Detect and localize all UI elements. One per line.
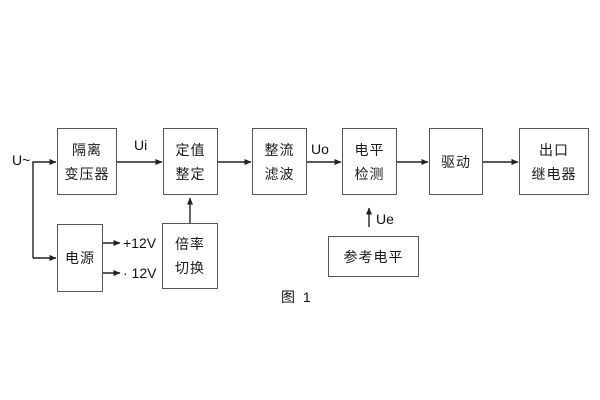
block-label: 出口 <box>539 141 569 158</box>
block-label: 隔离 <box>72 141 102 158</box>
block-value-setting: 定值 整定 <box>163 128 218 195</box>
uo-signal-label: Uo <box>311 141 329 157</box>
block-output-relay: 出口 继电器 <box>519 128 589 195</box>
plus12v-label: +12V <box>123 235 157 251</box>
block-isolation-transformer: 隔离 变压器 <box>57 128 117 195</box>
block-label: 参考电平 <box>343 248 404 265</box>
block-rectifier-filter: 整流 滤波 <box>252 128 307 195</box>
arrow-input-to-transformer <box>32 159 57 258</box>
figure-caption: 图 1 <box>281 289 313 305</box>
block-label: 整流 <box>264 141 295 158</box>
minus12v-label: · 12V <box>123 265 157 281</box>
block-label: 整定 <box>175 165 206 182</box>
block-reference-level: 参考电平 <box>328 236 419 277</box>
block-label: 定值 <box>175 141 206 158</box>
block-power-supply: 电源 <box>57 224 103 292</box>
block-ratio-switch: 倍率 切换 <box>162 223 218 289</box>
block-label: 变压器 <box>64 165 110 182</box>
ui-signal-label: Ui <box>134 137 148 153</box>
block-label: 检测 <box>354 165 385 182</box>
block-level-detection: 电平 检测 <box>342 128 397 195</box>
ue-signal-label: Ue <box>376 211 394 227</box>
input-signal-label: U~ <box>12 152 31 168</box>
block-label: 切换 <box>175 260 205 276</box>
block-label: 继电器 <box>531 165 577 182</box>
block-label: 驱动 <box>441 153 471 170</box>
block-drive: 驱动 <box>429 128 483 195</box>
block-label: 电平 <box>354 141 385 158</box>
block-label: 倍率 <box>175 236 205 252</box>
block-label: 滤波 <box>264 165 295 182</box>
block-label: 电源 <box>65 250 95 266</box>
